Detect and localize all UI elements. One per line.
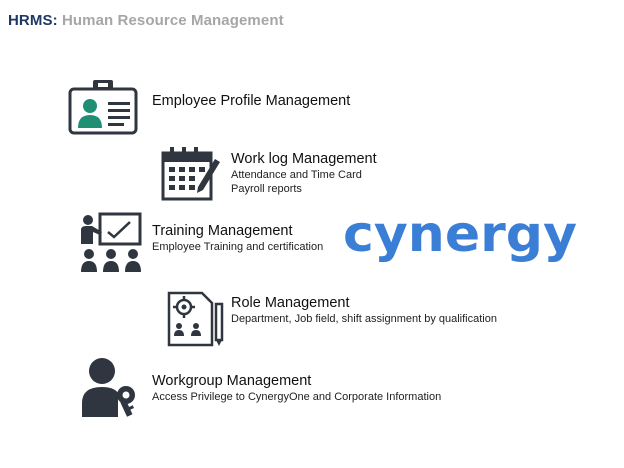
- feature-subtitle: Access Privilege to CynergyOne and Corpo…: [152, 391, 442, 403]
- title-abbreviation: HRMS:: [8, 12, 58, 29]
- feature-subtitle: Payroll reports: [231, 183, 302, 195]
- page-title: HRMS: Human Resource Management: [8, 12, 284, 29]
- classroom-icon: [78, 210, 144, 281]
- feature-title: Training Management: [152, 223, 293, 239]
- title-full-name: Human Resource Management: [61, 12, 284, 29]
- feature-title: Employee Profile Management: [152, 93, 351, 109]
- logo-text: cynergy: [343, 206, 577, 262]
- feature-title: Work log Management: [231, 151, 377, 167]
- feature-subtitle: Employee Training and certification: [152, 241, 324, 253]
- id-card-icon: [68, 78, 138, 141]
- feature-title: Workgroup Management: [152, 373, 312, 389]
- feature-subtitle: Department, Job field, shift assignment …: [231, 313, 497, 325]
- org-settings-document-icon: [166, 290, 226, 353]
- cynergy-logo: cynergy: [343, 206, 577, 262]
- feature-subtitle: Attendance and Time Card: [231, 169, 362, 181]
- calendar-edit-icon: [160, 145, 222, 208]
- user-key-icon: [80, 355, 146, 426]
- feature-title: Role Management: [231, 295, 350, 311]
